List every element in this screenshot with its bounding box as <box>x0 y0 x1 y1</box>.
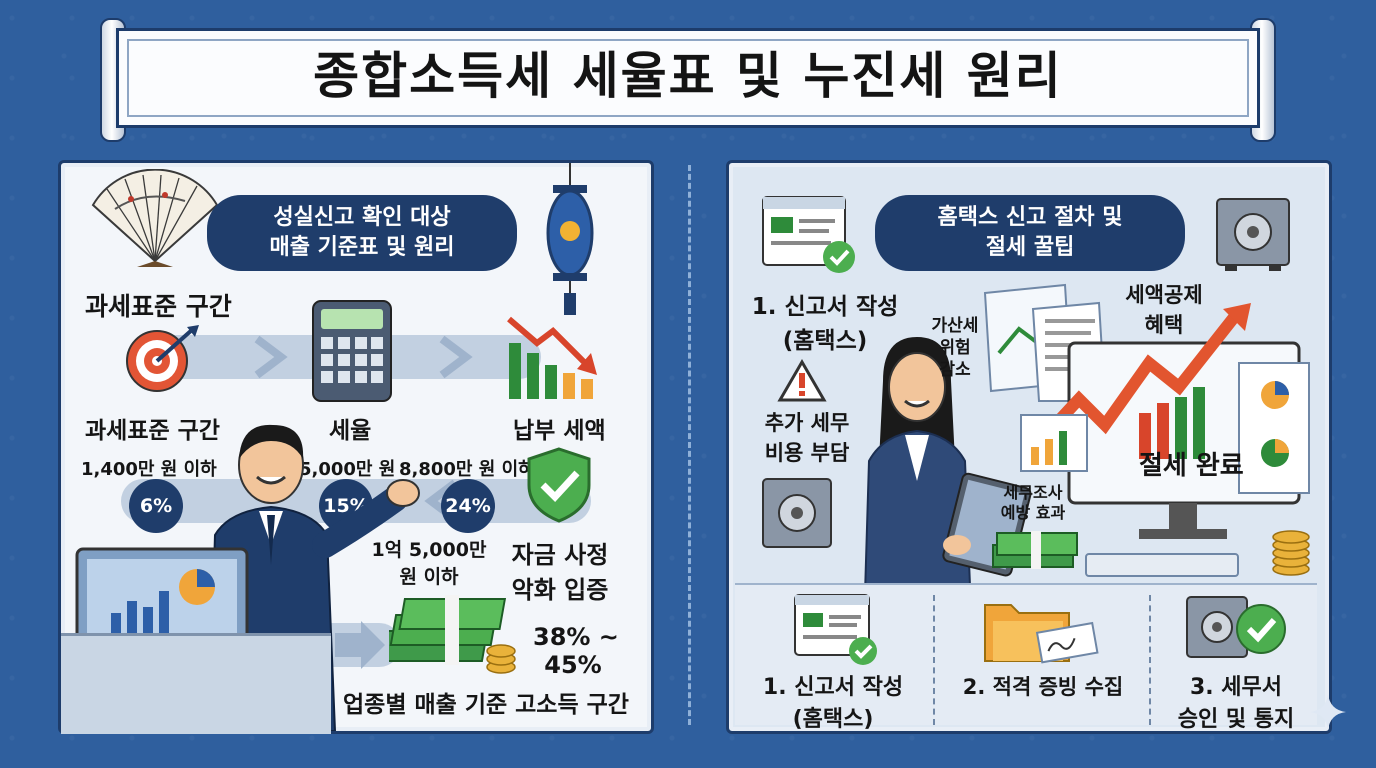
sparkle-icon <box>1310 694 1346 730</box>
falling-chart-icon <box>507 316 597 399</box>
keyboard <box>1085 553 1239 577</box>
bracket-amount-1: 1,400만 원 이하 <box>81 459 217 480</box>
lantern-icon <box>546 163 594 315</box>
chevron-right-icon <box>254 335 288 379</box>
money-stack-icon <box>389 595 516 674</box>
left-footer: 업종별 매출 기준 고소득 구간 <box>343 692 629 718</box>
title-scroll: 종합소득세 세율표 및 누진세 원리 <box>100 18 1276 142</box>
panel-divider <box>688 165 691 725</box>
rate-badge-1: 6% <box>129 479 183 533</box>
penalty-label: 가산세 위험 감소 <box>931 316 979 380</box>
scroll-paper <box>116 28 1260 128</box>
left-panel: 성실신고 확인 대상 매출 기준표 및 원리 과세표준 구간 <box>58 160 654 734</box>
label-rate: 세율 <box>329 418 372 444</box>
label-bracket: 과세표준 구간 <box>85 418 220 444</box>
target-icon <box>126 325 199 392</box>
coins-icon <box>1272 530 1310 576</box>
step-3: 3. 세무서 승인 및 통지 <box>1177 675 1295 732</box>
page-title: 종합소득세 세율표 및 누진세 원리 <box>313 47 1063 105</box>
chevron-right-icon <box>439 335 473 379</box>
step-separator <box>933 595 935 725</box>
step-separator <box>1149 595 1151 725</box>
bar-chart-document-icon <box>1020 414 1088 472</box>
shield-check-icon <box>527 447 591 523</box>
safe-icon <box>1216 198 1290 271</box>
rate-badge-3: 24% <box>441 479 495 533</box>
warning-icon <box>777 359 827 402</box>
document-check-icon <box>762 196 855 273</box>
rate-high: 38% ~ 45% <box>533 623 619 679</box>
warning-label: 추가 세무 비용 부담 <box>764 411 850 465</box>
right-panel: 홈택스 신고 절차 및 절세 꿀팁 1. 신고서 작성 (홈택스) 추가 세무 … <box>726 160 1332 734</box>
done-label: 절세 완료 <box>1139 451 1244 481</box>
safe-check-icon <box>1186 596 1286 658</box>
safe-small-icon <box>762 478 832 548</box>
left-header: 성실신고 확인 대상 매출 기준표 및 원리 <box>207 195 517 271</box>
label-top: 과세표준 구간 <box>85 292 232 321</box>
document-check-icon <box>794 594 877 665</box>
step-1: 1. 신고서 작성 (홈택스) <box>762 675 904 732</box>
arrow-right-icon <box>335 621 385 669</box>
label-tax: 납부 세액 <box>513 418 606 444</box>
bracket-amount-2: 5,000만 원 <box>299 459 396 480</box>
rising-chart-icon <box>1024 303 1310 539</box>
desk <box>61 633 331 734</box>
step-top: 1. 신고서 작성 (홈택스) <box>751 294 899 354</box>
calculator-icon <box>312 300 392 402</box>
bracket-amount-4: 1억 5,000만 원 이하 <box>371 539 487 588</box>
bracket-amount-3: 8,800만 원 이하 <box>399 459 535 480</box>
deduction-label: 세액공제 혜택 <box>1125 283 1203 337</box>
step-2: 2. 적격 증빙 수집 <box>962 675 1124 699</box>
note-cashflow: 자금 사정 악화 입증 <box>511 541 609 604</box>
folder-icon <box>984 604 1099 664</box>
audit-label: 세무조사 예방 효과 <box>1000 483 1066 522</box>
cash-icon <box>992 531 1078 569</box>
right-header: 홈택스 신고 절차 및 절세 꿀팁 <box>875 195 1185 271</box>
fan-icon <box>91 169 219 267</box>
